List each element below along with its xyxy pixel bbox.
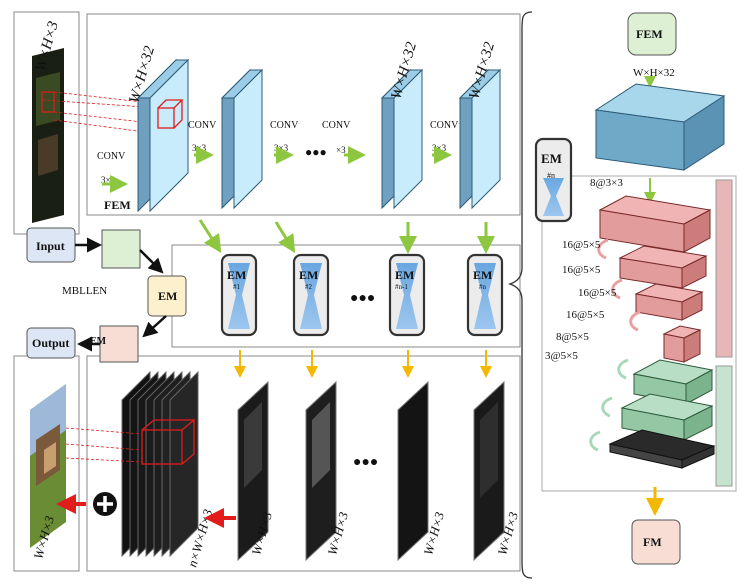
em-output-3: [397, 380, 429, 562]
em-encoder-layers: [598, 195, 712, 363]
em-mini-box: [147, 275, 187, 317]
em-mini-label: EM: [158, 289, 177, 303]
fem-detail-dim: W×H×32: [633, 67, 675, 79]
skip-arrows: [589, 238, 641, 452]
output-box-label: Output: [32, 336, 69, 350]
em-detail-idx: #n: [547, 171, 555, 180]
conv-block-3: [380, 68, 424, 210]
em-detail-frame: [541, 175, 737, 492]
em-detail-badge: [534, 137, 573, 223]
layer-label-3: 16@5×5: [578, 287, 617, 299]
em-module-4: EM#n: [466, 253, 504, 337]
flow-arrows: [75, 237, 167, 352]
conv-kernel-5: 3×3: [432, 143, 447, 153]
mbllen-label: MBLLEN: [62, 285, 107, 297]
fem-panel-frame: [86, 13, 521, 216]
layer-label-6: 3@5×5: [545, 350, 578, 362]
layer-label-4: 16@5×5: [566, 309, 605, 321]
conv-label-1: CONV: [97, 151, 126, 162]
em-module-title: EM: [473, 268, 492, 282]
layer-label-1: 16@5×5: [562, 239, 601, 251]
em-module-2: EM#2: [292, 253, 330, 337]
fm-panel-frame: [86, 355, 521, 572]
fm-ellipsis: ●●●: [353, 455, 378, 470]
em-module-index: #1: [233, 283, 241, 291]
concat-stack: [121, 370, 199, 558]
em-module-index: #n: [479, 283, 487, 291]
em-output-1: [237, 380, 269, 562]
em-detail-input-conv: 8@3×3: [590, 177, 623, 189]
conv-kernel-2: 3×3: [192, 143, 207, 153]
em-module-index: #n-1: [395, 283, 408, 291]
layer-label-5: 8@5×5: [556, 331, 589, 343]
conv-block-4: [458, 68, 502, 210]
conv-label-3: CONV: [270, 120, 299, 131]
conv-kernel-dots: ×3: [336, 145, 346, 155]
em-decoder-layers: [608, 359, 716, 469]
fem-detail-label: FEM: [636, 27, 663, 41]
fem-mini-box: [101, 229, 141, 269]
layer-label-2: 16@5×5: [562, 264, 601, 276]
conv-block-2: [220, 68, 264, 210]
conv-label-2: CONV: [188, 120, 217, 131]
conv-kernel-3: 3×3: [274, 143, 289, 153]
fem-arrows: [102, 146, 495, 254]
input-image: [32, 48, 64, 223]
em-yellow-arrows: [234, 350, 492, 378]
em-output-4: [473, 380, 505, 562]
em-modules: EM#1EM#2EM#n-1EM#n: [220, 253, 504, 337]
fem-detail-box: [627, 12, 677, 56]
fm-detail-label: FM: [643, 535, 662, 549]
em-module-1: EM#1: [220, 253, 258, 337]
fm-detail-box: [631, 519, 681, 565]
em-module-title: EM: [227, 268, 246, 282]
right-brace: [507, 11, 533, 579]
conv-label-4: CONV: [322, 120, 351, 131]
em-detail-input-block: [594, 83, 726, 171]
plus-icon: [97, 496, 113, 512]
encoder-side-bar: [715, 179, 733, 358]
output-box: [26, 327, 76, 359]
fm-mini-box: [99, 325, 139, 363]
em-output-2: [305, 380, 337, 562]
em-module-title: EM: [395, 268, 414, 282]
em-module-3: EM#n-1: [388, 253, 426, 337]
conv-label-5: CONV: [430, 120, 459, 131]
conv-block-1: [136, 58, 190, 213]
em-module-title: EM: [299, 268, 318, 282]
conv-ellipsis-1: ●●●: [305, 145, 327, 159]
fem-label: FEM: [104, 198, 131, 212]
em-ellipsis: ●●●: [350, 291, 375, 306]
projection-lines: [41, 91, 161, 135]
conv-kernel-1: 3×3: [101, 175, 116, 185]
fm-mini-label: EM: [90, 336, 107, 347]
em-module-index: #2: [305, 283, 313, 291]
input-box-label: Input: [36, 239, 65, 253]
em-detail-title: EM: [541, 151, 562, 166]
decoder-side-bar: [715, 365, 733, 487]
